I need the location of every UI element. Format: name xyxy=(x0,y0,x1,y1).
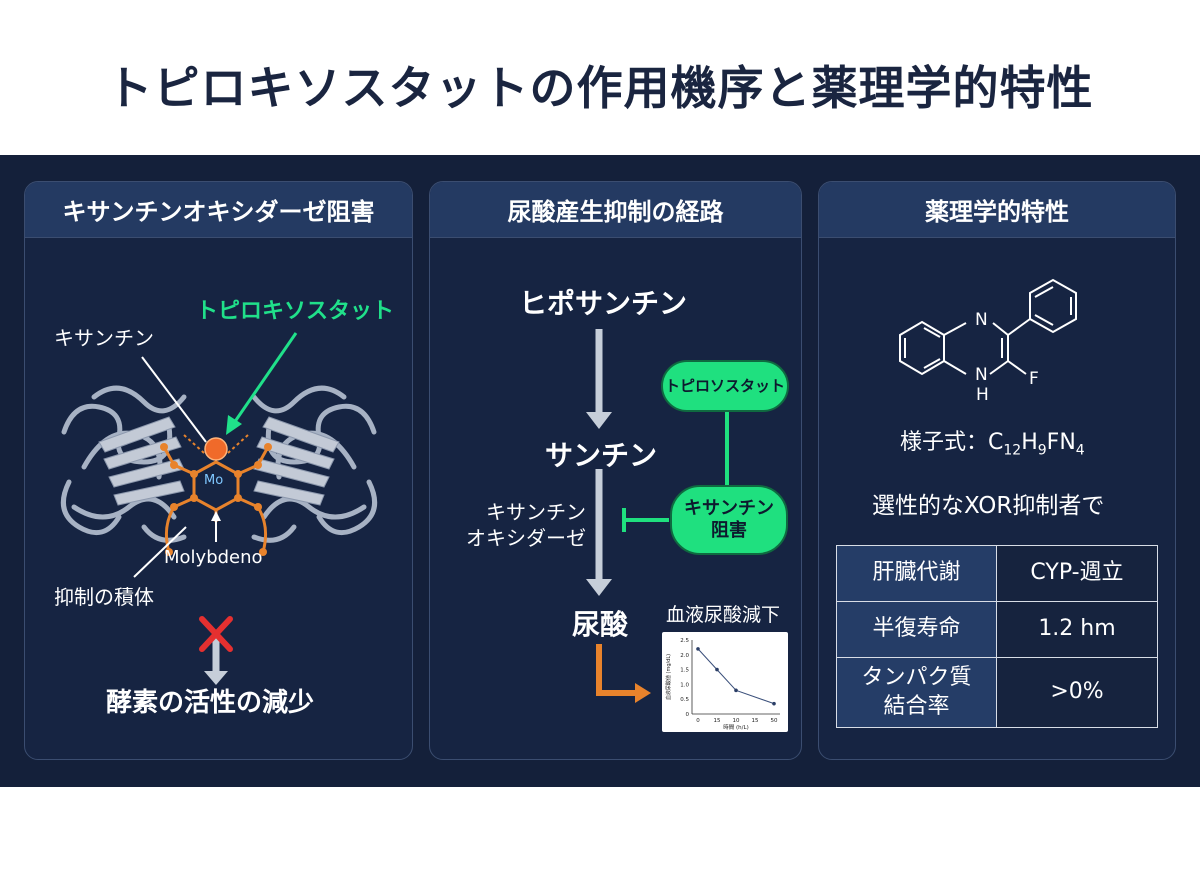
molybdeno-arrow-head xyxy=(211,511,221,521)
properties-table: 肝臓代謝 CYP-週立 半復寿命 1.2 hm タンパク質 結合率 >0% xyxy=(836,545,1158,728)
mo-label: Mo xyxy=(204,473,224,488)
chart-y-label: 血液尿酸値 (mg/dL) xyxy=(665,654,672,700)
property-value: >0% xyxy=(996,657,1158,728)
panel-header: 尿酸産生抑制の経路 xyxy=(430,182,801,238)
chart-y-tick-label: 2.0 xyxy=(680,653,689,659)
drug-arrow-head xyxy=(226,415,242,435)
property-value: 1.2 hm xyxy=(996,601,1158,658)
drug-pill: トピロソスタット xyxy=(661,360,789,412)
protein-left-sheets xyxy=(98,416,185,506)
result-label: 酵素の活性の減少 xyxy=(106,688,315,718)
inhibit-cross-icon xyxy=(199,616,233,652)
chart-x-tick-label: 10 xyxy=(733,718,740,724)
table-row: 肝臓代謝 CYP-週立 xyxy=(836,545,1158,602)
structure-diagram xyxy=(899,278,1077,376)
drug-arrow xyxy=(232,332,298,424)
chart-series-line xyxy=(697,648,775,705)
atom-h: H xyxy=(976,385,989,405)
inhibit-pill-line1: キサンチン xyxy=(684,497,774,519)
property-key: 肝臓代謝 xyxy=(836,545,997,602)
uric-acid-chart: 0 0.5 1.0 1.5 2.0 2.5 0 15 10 15 50 血液尿酸値 (mg/dL) 時間… xyxy=(662,632,788,732)
step-hypoxanthine: ヒポサンチン xyxy=(519,287,688,320)
chart-x-tick-label: 50 xyxy=(771,718,778,724)
property-key: タンパク質 結合率 xyxy=(836,657,997,728)
formula-sub-n: 4 xyxy=(1075,442,1085,459)
atom-n-top: N xyxy=(975,310,988,330)
enzyme-label-line1: キサンチン xyxy=(486,500,586,524)
drug-label: トピロキソスタット xyxy=(196,299,395,324)
table-row: 半復寿命 1.2 hm xyxy=(836,601,1158,658)
mo-atoms xyxy=(160,443,272,556)
property-value: CYP-週立 xyxy=(996,545,1158,602)
atom-f: F xyxy=(1029,369,1039,389)
chart-caption: 血液尿酸減下 xyxy=(666,604,781,626)
selective-note: 選性的なXOR抑制者で xyxy=(872,493,1105,519)
table-row: タンパク質 結合率 >0% xyxy=(836,657,1158,728)
chart-point xyxy=(696,647,700,651)
step-xanthine: サンチン xyxy=(545,439,658,472)
xanthine-label: キサンチン xyxy=(54,326,154,350)
step-uric-acid: 尿酸 xyxy=(572,608,629,641)
drug-binding-site xyxy=(204,437,228,461)
atom-n-bottom: N xyxy=(975,365,988,385)
complex-label: 抑制の積体 xyxy=(54,585,154,609)
property-key: 半復寿命 xyxy=(836,601,997,658)
xanthine-pointer xyxy=(141,356,207,443)
chart-y-tick-label: 1.0 xyxy=(680,682,689,688)
protein-right-sheets xyxy=(253,416,340,506)
formula-h: H xyxy=(1021,430,1038,455)
result-arrow-head xyxy=(204,671,228,685)
chart-x-tick-label: 15 xyxy=(752,718,759,724)
chart-svg: 0 0.5 1.0 1.5 2.0 2.5 0 15 10 15 50 血液尿酸値 (mg/dL) 時間… xyxy=(665,638,780,731)
molybdeno-label: Molybdeno xyxy=(164,547,263,568)
chart-point xyxy=(715,667,719,672)
chart-y-tick-label: 0.5 xyxy=(680,697,689,703)
chart-y-tick-label: 1.5 xyxy=(680,668,689,674)
chart-y-tick-label: 2.5 xyxy=(680,638,689,644)
chart-x-tick-label: 15 xyxy=(714,718,721,724)
inhibit-pill-line2: 阻害 xyxy=(711,520,747,541)
formula-sub-c: 12 xyxy=(1003,442,1022,459)
enzyme-label-line2: オキシダーゼ xyxy=(466,526,586,550)
formula-sub-h: 9 xyxy=(1037,442,1047,459)
chart-point xyxy=(734,688,738,693)
pathway-arrows xyxy=(586,329,729,703)
enzyme-illustration xyxy=(60,332,378,685)
complex-pointer xyxy=(133,526,187,578)
property-key-line1: タンパク質 xyxy=(861,664,972,690)
formula-prefix: 様子式：C xyxy=(900,430,1004,455)
page-title: トピロキソスタットの作用機序と薬理学的特性 xyxy=(106,61,1094,115)
panel-xo-inhibition: キサンチンオキシダーゼ阻害 xyxy=(24,181,413,760)
chart-y-tick-label: 0 xyxy=(686,712,690,718)
chart-x-label: 時間 (h/L) xyxy=(723,723,748,731)
formula-fn: FN xyxy=(1046,430,1076,455)
dashed-bonds xyxy=(183,434,249,454)
inhibit-pill: キサンチン 阻害 xyxy=(670,485,788,555)
property-key-line2: 結合率 xyxy=(883,693,950,719)
chart-x-tick-label: 0 xyxy=(696,718,700,724)
protein-left-ribbon xyxy=(60,385,187,543)
drug-pill-label: トピロソスタット xyxy=(664,376,785,395)
panel-header: キサンチンオキシダーゼ阻害 xyxy=(25,182,412,238)
panel-header: 薬理学的特性 xyxy=(819,182,1175,238)
chart-point xyxy=(772,701,776,706)
molecular-formula: 様子式：C12H9FN4 xyxy=(900,424,1085,458)
